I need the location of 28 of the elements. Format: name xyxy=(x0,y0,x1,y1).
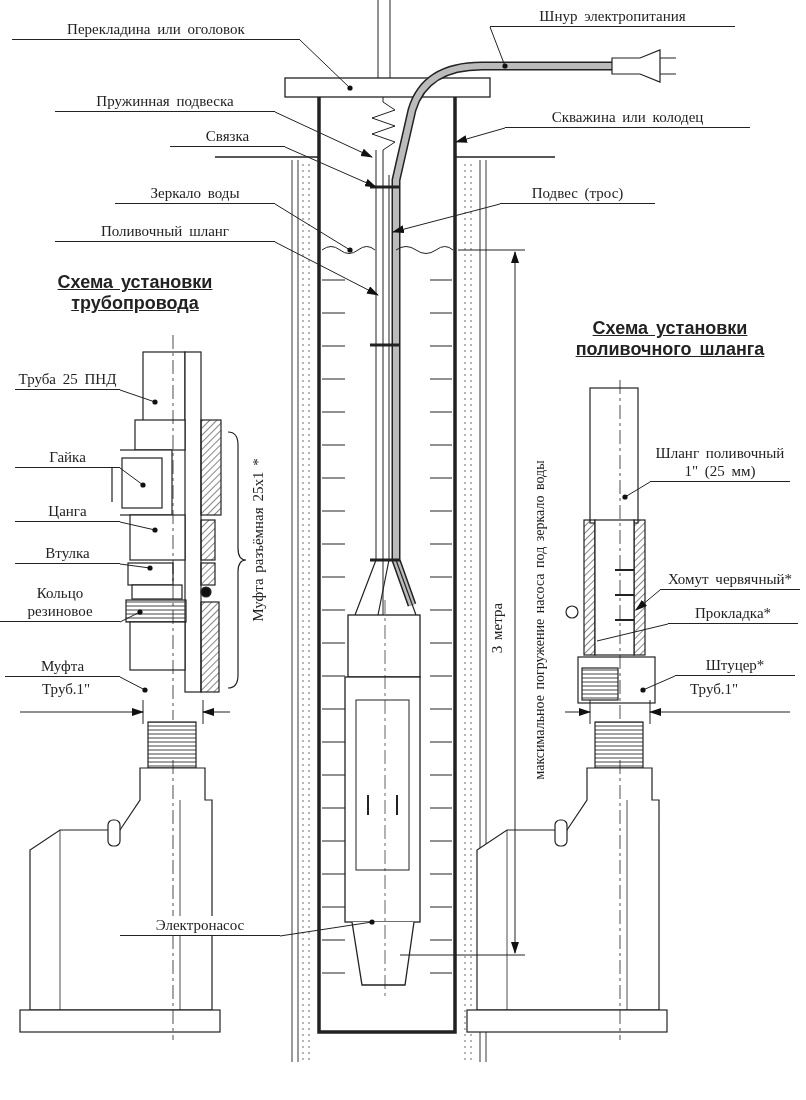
leader-line xyxy=(119,676,148,693)
callout-label: Муфта xyxy=(5,657,120,677)
dimension-label: Муфта разъёмная 25x1 * xyxy=(249,458,267,622)
dimension-label: 3 метра xyxy=(488,602,506,654)
leader-line xyxy=(274,111,373,158)
callout-label: Электронасос xyxy=(120,916,280,936)
callout-label: Труба 25 ПНД xyxy=(15,370,120,390)
dimension-label: максимальное погружение насоса под зеркало воды xyxy=(532,460,548,780)
callout-label: Цанга xyxy=(15,502,120,522)
section-heading: Схема установки трубопровода xyxy=(56,272,214,314)
leader-line xyxy=(119,609,143,623)
leader-line xyxy=(279,919,375,937)
leader-line xyxy=(119,467,146,488)
leader-line xyxy=(274,203,353,253)
leader-line xyxy=(274,241,379,296)
leader-line xyxy=(392,203,501,234)
leader-line xyxy=(119,389,158,405)
section-heading: Схема установки поливочного шланга xyxy=(574,318,766,360)
leader-line xyxy=(284,146,377,188)
leader-line xyxy=(640,675,676,693)
leader-line xyxy=(489,26,508,69)
callout-label: Подвес (трос) xyxy=(500,184,655,204)
leader-line xyxy=(635,589,661,611)
leader-line xyxy=(596,623,669,642)
leader-line xyxy=(299,39,353,91)
leader-line xyxy=(622,481,651,500)
leader-line xyxy=(455,127,506,143)
callout-label: Гайка xyxy=(15,448,120,468)
